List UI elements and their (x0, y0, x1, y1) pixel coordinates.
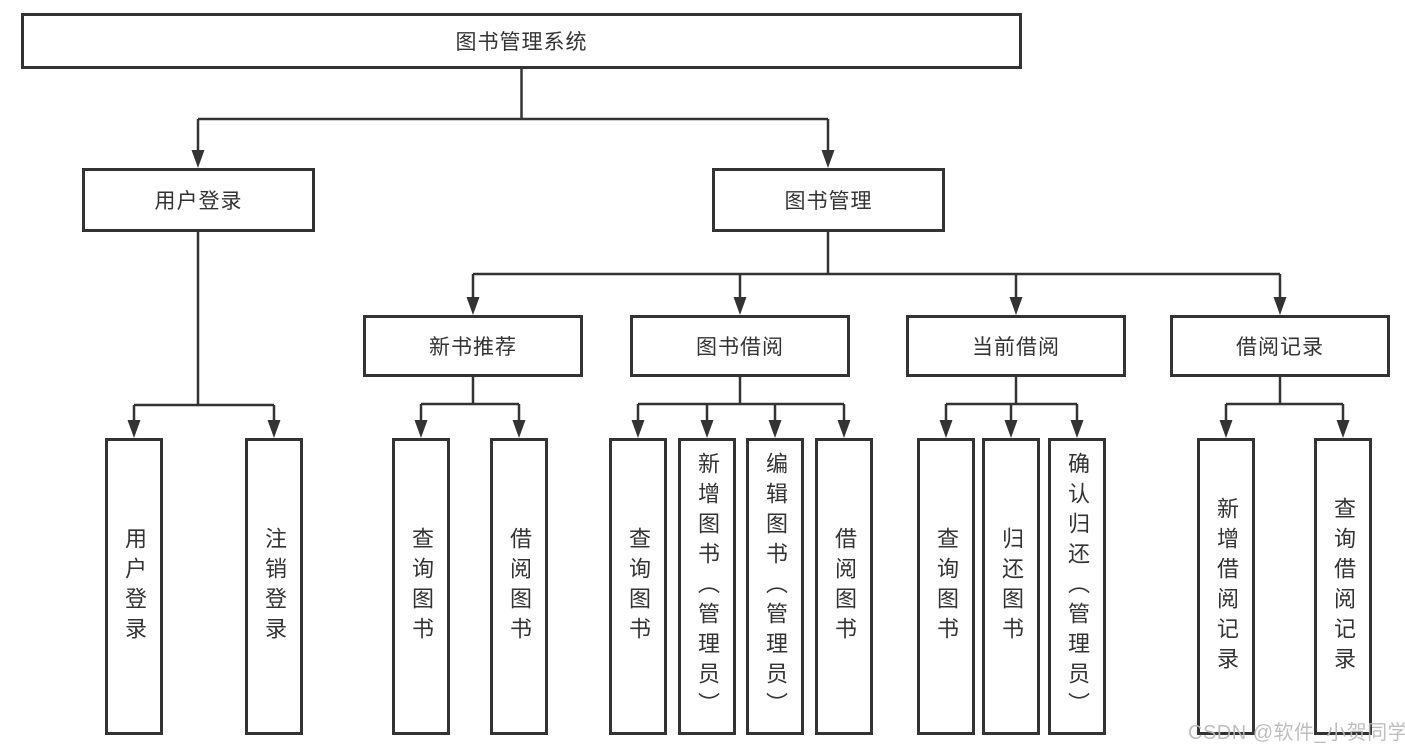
leaf-return-books: 归还图书 (982, 438, 1040, 735)
leaf-query-borrow-record-label: 查询借阅记录 (1331, 496, 1356, 677)
leaf-query-books-1: 查询图书 (392, 438, 450, 735)
leaf-borrow-books-1-label: 借阅图书 (507, 526, 532, 647)
node-current-borrowing-label: 当前借阅 (972, 336, 1060, 359)
leaf-add-books-admin: 新增图书（管理员） (678, 438, 736, 735)
node-current-borrowing: 当前借阅 (906, 315, 1126, 377)
leaf-edit-books-admin: 编辑图书（管理员） (746, 438, 804, 735)
leaf-query-books-2-label: 查询图书 (626, 526, 651, 647)
node-book-management-label: 图书管理 (784, 190, 873, 213)
leaf-add-borrow-record: 新增借阅记录 (1197, 438, 1255, 735)
leaf-logout: 注销登录 (245, 438, 303, 735)
leaf-query-books-1-label: 查询图书 (409, 526, 434, 647)
node-book-management: 图书管理 (712, 168, 945, 232)
leaf-query-books-2: 查询图书 (609, 438, 667, 735)
leaf-borrow-books-2: 借阅图书 (815, 438, 873, 735)
node-user-login-label: 用户登录 (154, 190, 243, 213)
leaf-add-books-admin-label: 新增图书（管理员） (695, 451, 720, 722)
leaf-query-borrow-record: 查询借阅记录 (1314, 438, 1372, 735)
leaf-borrow-books-1: 借阅图书 (490, 438, 548, 735)
node-borrowing-records-label: 借阅记录 (1236, 336, 1324, 359)
csdn-watermark: CSDN @软件_小贺同学 (1188, 722, 1405, 744)
leaf-user-login-label: 用户登录 (122, 526, 147, 647)
node-new-book-recommend-label: 新书推荐 (429, 336, 517, 359)
leaf-confirm-return-admin: 确认归还（管理员） (1048, 438, 1106, 735)
leaf-borrow-books-2-label: 借阅图书 (832, 526, 857, 647)
node-borrowing-records: 借阅记录 (1170, 315, 1390, 377)
arrowhead-group (127, 150, 1350, 438)
node-library-system-label: 图书管理系统 (455, 31, 588, 54)
node-user-login: 用户登录 (82, 168, 315, 232)
leaf-return-books-label: 归还图书 (999, 526, 1024, 647)
node-new-book-recommend: 新书推荐 (363, 315, 583, 377)
leaf-query-books-3-label: 查询图书 (934, 526, 959, 647)
node-book-borrowing-label: 图书借阅 (696, 336, 784, 359)
node-book-borrowing: 图书借阅 (630, 315, 850, 377)
leaf-query-books-3: 查询图书 (917, 438, 975, 735)
node-library-system: 图书管理系统 (21, 13, 1022, 69)
leaf-user-login: 用户登录 (105, 438, 163, 735)
leaf-logout-label: 注销登录 (262, 526, 287, 647)
leaf-confirm-return-admin-label: 确认归还（管理员） (1065, 451, 1090, 722)
leaf-add-borrow-record-label: 新增借阅记录 (1214, 496, 1239, 677)
leaf-edit-books-admin-label: 编辑图书（管理员） (763, 451, 788, 722)
